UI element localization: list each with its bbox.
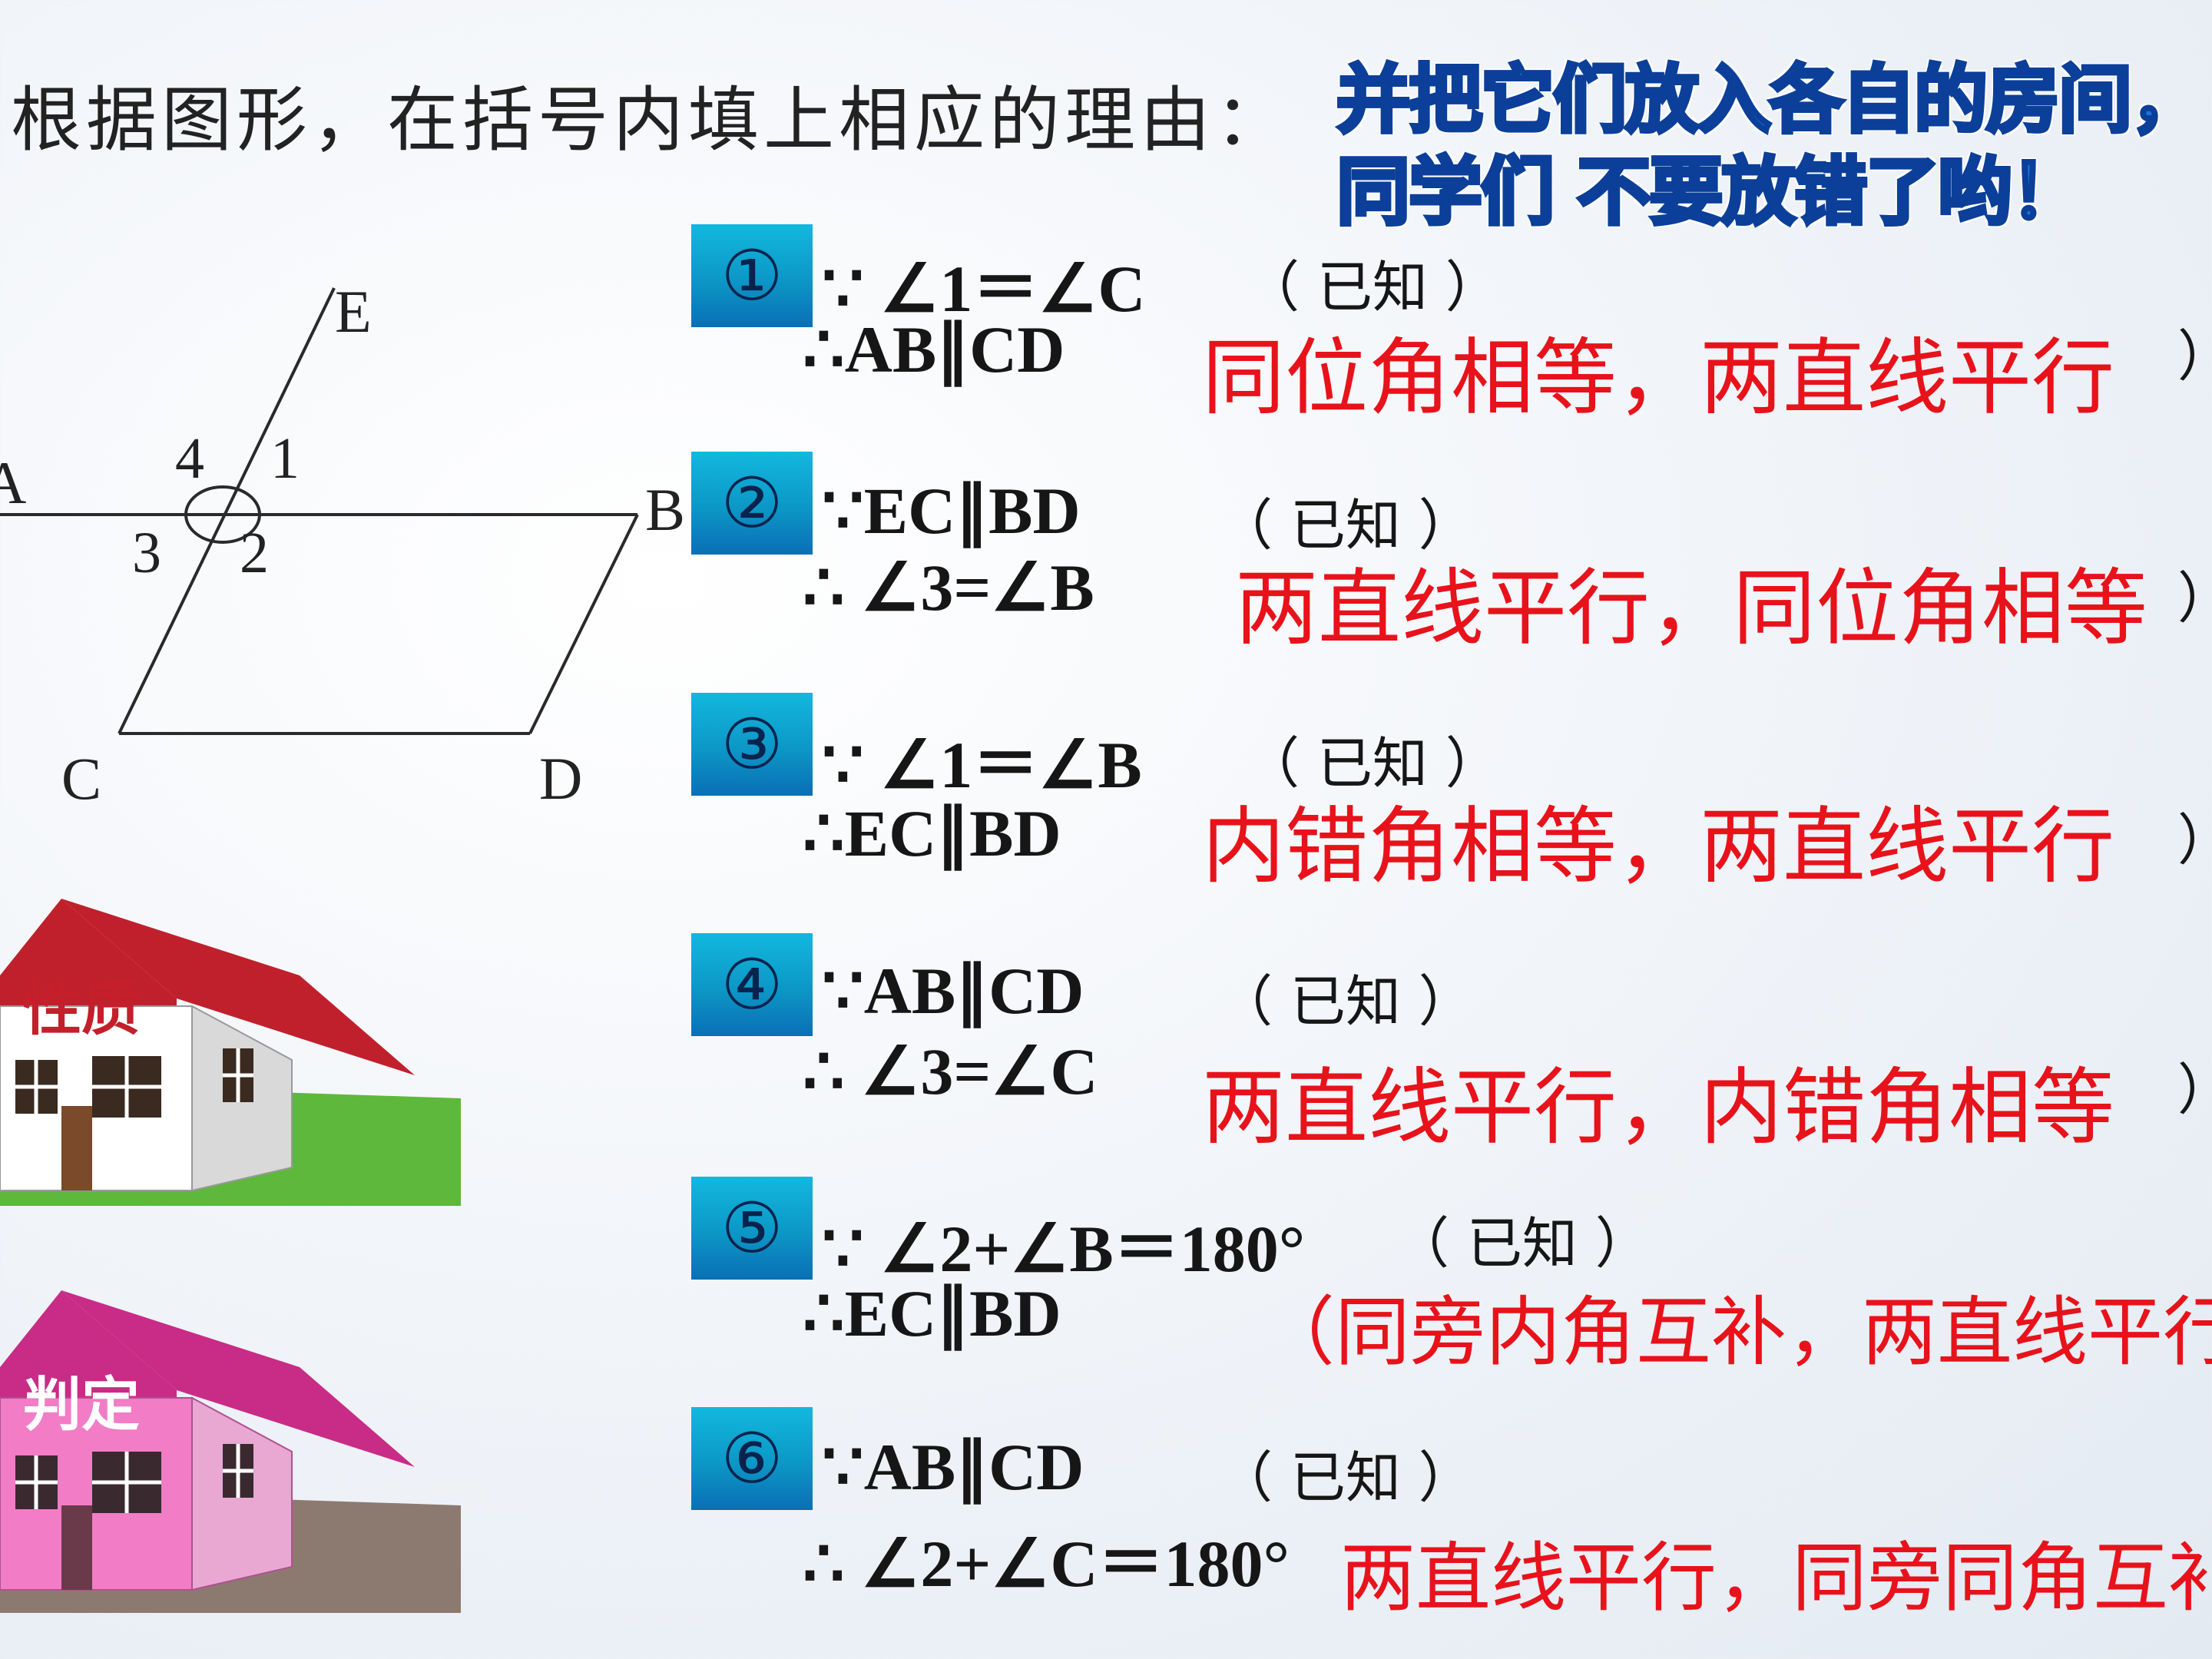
item-known-5: （ 已知 ） <box>1394 1211 1651 1276</box>
geometry-figure: E A B C D 1 2 3 4 <box>0 278 685 812</box>
label-angle-2: 2 <box>240 521 269 585</box>
label-point-c: C <box>61 745 101 812</box>
house-label-judgement: 判定 <box>23 1370 140 1439</box>
item-conclusion-5: ∴EC∥BD <box>803 1277 1061 1350</box>
line-bd <box>528 514 639 734</box>
item-premise-3: ∵ ∠1＝∠B <box>822 728 1142 802</box>
label-point-d: D <box>539 745 582 812</box>
item-known-6: （ 已知 ） <box>1217 1445 1474 1510</box>
item-tail-1: ） <box>2177 311 2212 392</box>
label-angle-3: 3 <box>132 521 161 585</box>
item-known-4: （ 已知 ） <box>1217 969 1474 1034</box>
item-badge-2: ② <box>691 452 813 555</box>
line-ec <box>118 287 336 734</box>
label-point-e: E <box>335 278 372 345</box>
item-reason-3[interactable]: 内错角相等，两直线平行 <box>1202 799 2115 895</box>
item-tail-3: ） <box>2177 795 2212 876</box>
item-reason-4[interactable]: 两直线平行，内错角相等 <box>1202 1060 2115 1156</box>
label-angle-4: 4 <box>175 426 204 491</box>
item-conclusion-3: ∴EC∥BD <box>803 796 1061 870</box>
item-reason-1[interactable]: 同位角相等，两直线平行 <box>1202 330 2115 426</box>
item-premise-2: ∵EC∥BD <box>822 474 1081 548</box>
item-premise-6: ∵AB∥CD <box>822 1430 1084 1504</box>
item-conclusion-4: ∴ ∠3=∠C <box>803 1035 1098 1108</box>
item-known-3: （ 已知 ） <box>1244 731 1501 796</box>
item-premise-4: ∵AB∥CD <box>822 954 1084 1028</box>
hint-line-1: 并把它们放入各自的房间， <box>1335 55 2207 145</box>
item-reason-6[interactable]: 两直线平行，同旁同角互补 <box>1340 1535 2212 1622</box>
item-tail-4: ） <box>2177 1045 2212 1125</box>
item-conclusion-2: ∴ ∠3=∠B <box>803 551 1094 624</box>
item-reason-5[interactable]: （同旁内角互补，两直线平行 <box>1260 1289 2212 1376</box>
item-reason-2[interactable]: 两直线平行，同位角相等 <box>1235 561 2148 657</box>
angle-arc <box>184 485 261 544</box>
item-badge-4: ④ <box>691 933 813 1036</box>
item-known-1: （ 已知 ） <box>1244 255 1501 320</box>
hint-line-2: 同学们 不要放错了哟！ <box>1334 147 2085 237</box>
item-badge-1: ① <box>691 224 813 327</box>
instruction-text: 根据图形，在括号内填上相应的理由： <box>11 79 1291 161</box>
label-angle-1: 1 <box>270 426 300 491</box>
item-conclusion-1: ∴AB∥CD <box>803 313 1065 386</box>
house-judgement[interactable]: 判定 <box>0 1290 476 1621</box>
item-tail-2: ） <box>2177 553 2212 634</box>
label-point-b: B <box>645 476 685 543</box>
label-point-a: A <box>0 449 26 516</box>
item-known-2: （ 已知 ） <box>1217 493 1474 558</box>
item-badge-3: ③ <box>691 693 813 796</box>
house-label-property: 性质 <box>23 975 140 1043</box>
item-premise-5: ∵ ∠2+∠B＝180° <box>822 1212 1306 1286</box>
house-property[interactable]: 性质 <box>0 883 476 1214</box>
item-premise-1: ∵ ∠1＝∠C <box>822 252 1146 326</box>
item-conclusion-6: ∴ ∠2+∠C＝180° <box>803 1527 1290 1601</box>
item-badge-6: ⑥ <box>691 1407 813 1510</box>
item-badge-5: ⑤ <box>691 1177 813 1280</box>
